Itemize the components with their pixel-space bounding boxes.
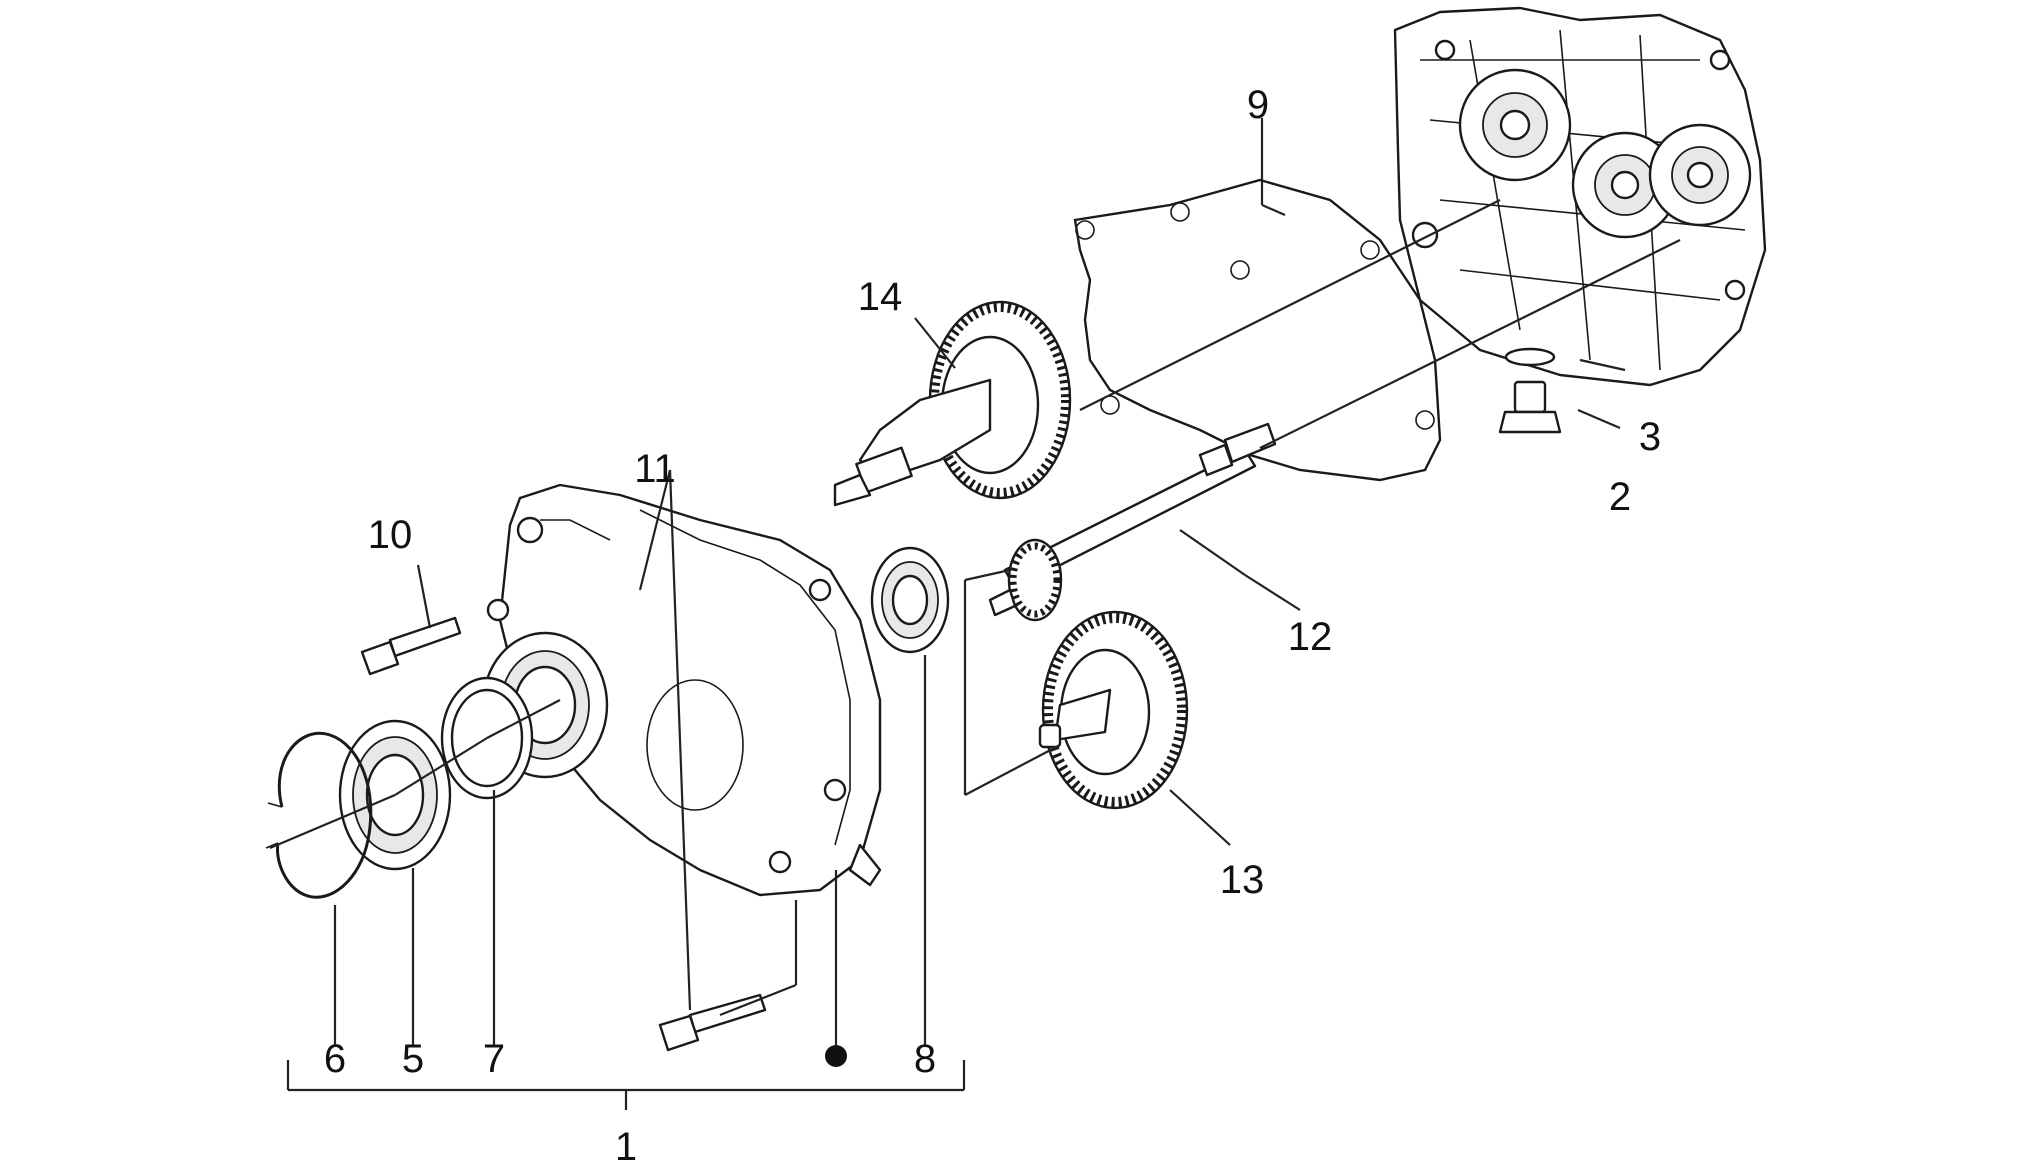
callout-6: 6 [324,1037,346,1081]
bolt-10 [360,616,462,676]
circlip-6-ends [265,802,283,849]
callout-14: 14 [858,275,903,319]
callout-9: 9 [1247,83,1269,127]
gasket-bolt-holes [1075,202,1435,430]
drain-plug [1498,380,1562,434]
callout-7: 7 [483,1037,505,1081]
callout-13: 13 [1220,858,1265,902]
callout-5: 5 [402,1037,424,1081]
pinion-gear [988,538,1063,622]
callout-8: 8 [914,1037,936,1081]
callout-2: 2 [1609,475,1631,519]
gear-14 [833,300,1072,507]
gasket [1073,178,1442,482]
bullet-dot [825,1045,847,1067]
callout-12: 12 [1288,615,1333,659]
gear-13 [1038,610,1189,810]
sealing-washer [1504,347,1556,367]
callout-1: 1 [615,1125,637,1165]
callout-11: 11 [634,447,676,491]
bearing-8 [870,546,950,654]
callout-3: 3 [1639,415,1661,459]
transmission-housing [1393,6,1767,387]
transmission-cover [481,483,882,897]
circlip-6 [275,731,373,899]
callout-10: 10 [368,513,413,557]
assembly-bracket [286,1060,966,1110]
leader-lines [269,118,1681,1052]
